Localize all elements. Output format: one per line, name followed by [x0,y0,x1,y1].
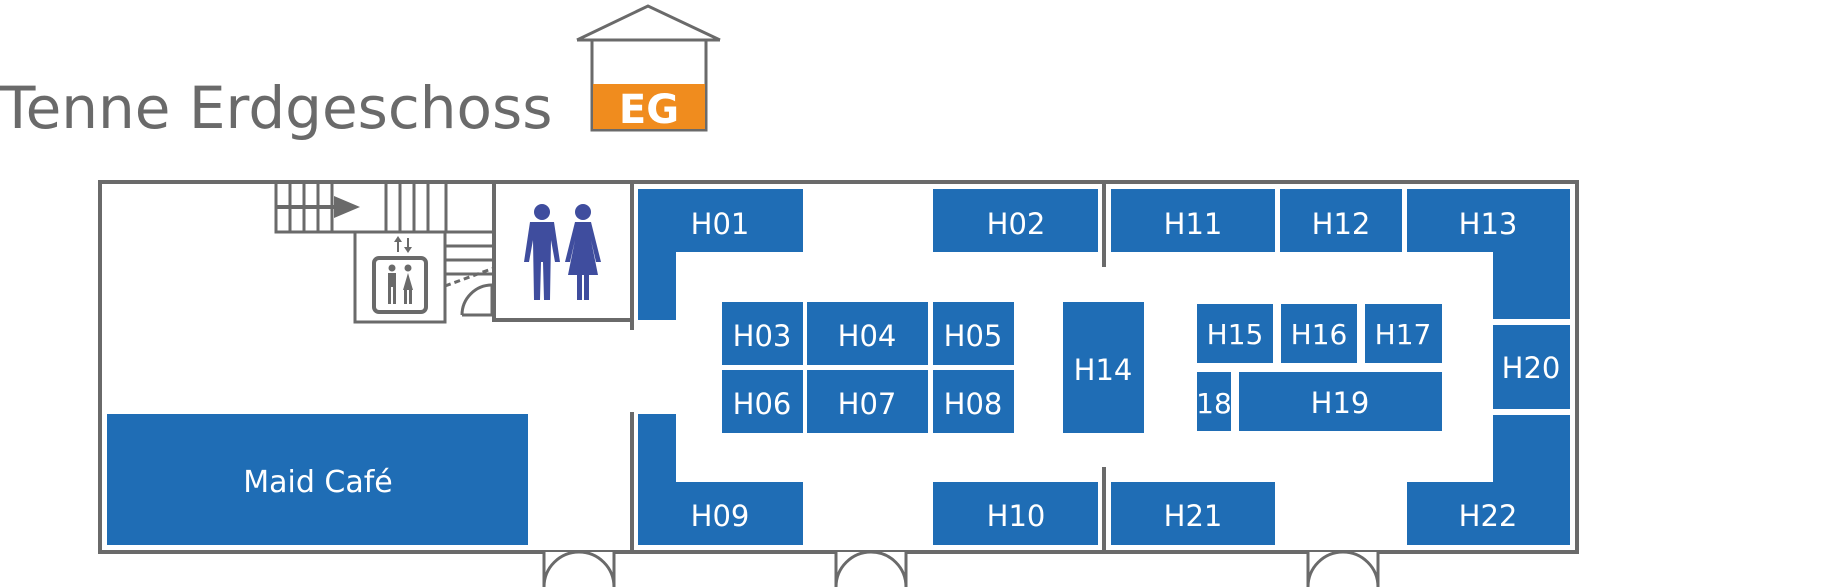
booth-H08[interactable] [933,370,1014,433]
booth-label-H15: H15 [1207,318,1264,351]
booth-label-H13: H13 [1459,207,1518,241]
booth-label-H14: H14 [1074,353,1133,387]
floor-badge: EG [619,87,679,133]
booth-H15[interactable] [1197,304,1273,363]
booth-H16[interactable] [1281,304,1357,363]
booth-H12[interactable] [1280,189,1402,252]
booth-label-H21: H21 [1164,499,1223,533]
booth-label-H02: H02 [987,207,1046,241]
booth-H22[interactable] [1407,415,1570,545]
booth-label-H22: H22 [1459,499,1518,533]
booth-label-H12: H12 [1312,207,1371,241]
booth-label-H09: H09 [691,499,750,533]
elevator-icon [353,230,447,324]
booth-H06[interactable] [722,370,803,433]
booth-labels: H01 H02 H11 H12 H13 H20 H22 H21 H10 H09 … [243,207,1560,533]
booth-H20[interactable] [1493,325,1570,409]
booth-H18[interactable] [1197,372,1231,431]
booth-H10[interactable] [933,482,1098,545]
booth-H09[interactable] [638,414,803,545]
maid-cafe-area[interactable] [107,414,528,545]
booth-label-H20: H20 [1502,351,1561,385]
booth-label-H11: H11 [1164,207,1223,241]
restroom-icon [492,180,634,322]
booth-label-H18: 18 [1196,387,1232,420]
booth-H19[interactable] [1239,372,1442,431]
booth-label-H19: H19 [1311,386,1370,420]
maid-cafe-label: Maid Café [243,465,393,500]
arrow-right-icon [276,196,360,218]
booth-label-H03: H03 [733,319,792,353]
booth-label-H04: H04 [838,319,897,353]
door-icon [542,550,616,587]
booth-H17[interactable] [1365,304,1442,363]
booth-label-H10: H10 [987,499,1046,533]
booth-label-H16: H16 [1291,318,1348,351]
booth-H13[interactable] [1407,189,1570,319]
house-icon [576,4,721,132]
booths-layer [107,189,1570,545]
floor-title: Tenne Erdgeschoss [0,74,552,142]
booth-label-H05: H05 [944,319,1003,353]
booth-H03[interactable] [722,302,803,365]
booth-H14[interactable] [1063,302,1144,433]
booth-H01[interactable] [638,189,803,320]
booth-label-H01: H01 [691,207,750,241]
booth-H07[interactable] [807,370,928,433]
door-icon [1306,550,1380,587]
entrance-doors [542,550,1380,587]
booth-label-H17: H17 [1375,318,1432,351]
booth-H02[interactable] [933,189,1098,252]
door-icon [834,550,908,587]
booth-H05[interactable] [933,302,1014,365]
booth-H04[interactable] [807,302,928,365]
booth-H11[interactable] [1111,189,1275,252]
booth-label-H06: H06 [733,387,792,421]
booth-label-H07: H07 [838,387,897,421]
booth-H21[interactable] [1111,482,1275,545]
booth-label-H08: H08 [944,387,1003,421]
